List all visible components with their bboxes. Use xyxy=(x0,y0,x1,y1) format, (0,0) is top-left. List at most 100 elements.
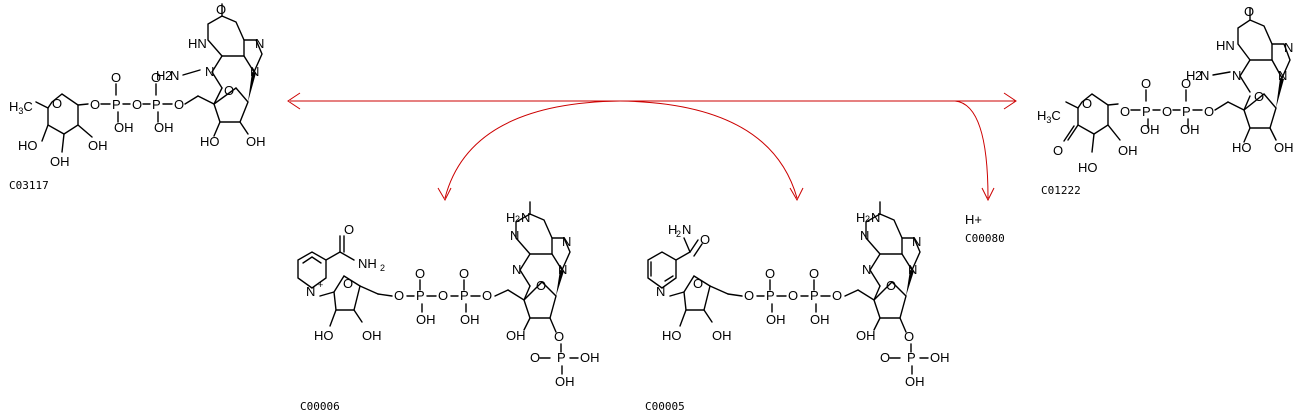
svg-text:O: O xyxy=(1082,96,1092,111)
svg-text:P: P xyxy=(810,288,819,303)
svg-text:OH: OH xyxy=(416,312,436,327)
svg-text:OH: OH xyxy=(154,120,174,135)
svg-text:OH: OH xyxy=(712,328,732,343)
svg-text:N: N xyxy=(860,228,869,243)
svg-text:N: N xyxy=(562,234,571,249)
svg-text:O: O xyxy=(1053,143,1063,158)
svg-text:OH: OH xyxy=(1140,122,1160,137)
svg-text:2: 2 xyxy=(1195,68,1202,83)
svg-text:O: O xyxy=(151,70,161,85)
svg-text:H: H xyxy=(156,68,165,83)
svg-text:O: O xyxy=(1254,89,1264,104)
svg-text:N: N xyxy=(656,284,665,299)
svg-text:HN: HN xyxy=(1216,38,1235,53)
svg-text:H: H xyxy=(668,222,677,237)
svg-text:O: O xyxy=(438,288,448,303)
svg-text:N: N xyxy=(1284,40,1293,55)
structure-c03117: O H3C HO OH OH O P O OH O P O OH O xyxy=(9,2,266,192)
svg-text:O: O xyxy=(554,329,564,344)
svg-text:O: O xyxy=(536,278,546,293)
svg-text:P: P xyxy=(112,97,121,112)
svg-text:P: P xyxy=(766,288,775,303)
svg-text:OH: OH xyxy=(1274,140,1294,155)
svg-text:2: 2 xyxy=(676,229,681,239)
svg-text:N: N xyxy=(510,228,519,243)
svg-text:O: O xyxy=(1244,4,1254,19)
svg-text:O: O xyxy=(809,266,819,281)
svg-text:H: H xyxy=(1186,68,1195,83)
svg-text:N: N xyxy=(512,262,521,277)
svg-text:P: P xyxy=(460,288,469,303)
svg-text:NH: NH xyxy=(358,256,377,271)
svg-text:N: N xyxy=(255,36,264,51)
svg-text:O: O xyxy=(1204,104,1214,119)
svg-text:OH: OH xyxy=(1180,122,1200,137)
svg-text:HO: HO xyxy=(314,328,334,343)
svg-text:O: O xyxy=(693,276,703,291)
svg-text:O: O xyxy=(744,288,754,303)
svg-text:O: O xyxy=(880,350,890,365)
svg-text:O: O xyxy=(1181,76,1191,91)
structure-c01222: O H3C O HO OH O P O OH O P O OH O O HO O… xyxy=(1037,4,1294,197)
svg-text:H: H xyxy=(856,210,865,225)
svg-text:OH: OH xyxy=(114,120,134,135)
svg-text:N: N xyxy=(682,222,691,237)
svg-text:O: O xyxy=(394,288,404,303)
svg-text:N: N xyxy=(908,262,917,277)
svg-text:OH: OH xyxy=(766,312,786,327)
svg-text:H3C: H3C xyxy=(1037,108,1061,125)
svg-text:P: P xyxy=(152,97,161,112)
svg-text:O: O xyxy=(1120,104,1130,119)
svg-text:OH: OH xyxy=(905,374,925,389)
svg-text:O: O xyxy=(904,329,914,344)
svg-text:OH: OH xyxy=(810,312,830,327)
svg-text:P: P xyxy=(1142,104,1151,119)
svg-text:N: N xyxy=(205,64,214,79)
structure-c00006: N + O NH 2 O HO OH O P O OH O P O OH O xyxy=(297,201,600,413)
svg-text:OH: OH xyxy=(856,328,876,343)
svg-text:O: O xyxy=(482,288,492,303)
svg-text:N: N xyxy=(871,210,880,225)
proton-formula: H+ xyxy=(965,212,982,227)
reaction-arrows xyxy=(287,92,1017,202)
svg-text:OH: OH xyxy=(50,154,70,169)
svg-text:O: O xyxy=(132,97,142,112)
svg-text:OH: OH xyxy=(246,134,266,149)
svg-text:P: P xyxy=(416,288,425,303)
svg-text:O: O xyxy=(765,266,775,281)
svg-text:O: O xyxy=(343,276,353,291)
svg-text:O: O xyxy=(174,97,184,112)
svg-text:N: N xyxy=(170,68,179,83)
arrowhead-left xyxy=(287,92,301,110)
curved-arrow-to-h xyxy=(954,100,989,199)
svg-text:O: O xyxy=(700,232,710,247)
svg-text:OH: OH xyxy=(362,328,382,343)
structure-c00080: H+ C00080 xyxy=(965,212,1005,245)
svg-text:OH: OH xyxy=(930,350,950,365)
svg-text:O: O xyxy=(459,266,469,281)
svg-text:P: P xyxy=(907,350,916,365)
svg-text:O: O xyxy=(344,222,354,237)
svg-text:O: O xyxy=(530,350,540,365)
compound-id-c00006: C00006 xyxy=(300,400,340,413)
compound-id-c03117: C03117 xyxy=(9,179,49,192)
svg-text:OH: OH xyxy=(580,350,600,365)
svg-text:N: N xyxy=(306,284,315,299)
svg-text:P: P xyxy=(557,350,566,365)
svg-text:O: O xyxy=(90,97,100,112)
svg-text:N: N xyxy=(1232,68,1241,83)
svg-text:O: O xyxy=(216,2,226,17)
svg-text:O: O xyxy=(415,266,425,281)
compound-id-c01222: C01222 xyxy=(1041,184,1081,197)
compound-id-c00080: C00080 xyxy=(965,232,1005,245)
svg-text:HO: HO xyxy=(662,328,682,343)
svg-text:O: O xyxy=(832,288,842,303)
curved-arrow-to-c00006 xyxy=(444,100,621,199)
svg-text:N: N xyxy=(862,262,871,277)
svg-text:N: N xyxy=(558,262,567,277)
svg-text:OH: OH xyxy=(88,138,108,153)
svg-text:HO: HO xyxy=(1232,140,1252,155)
svg-text:O: O xyxy=(1162,104,1172,119)
svg-text:N: N xyxy=(521,210,530,225)
